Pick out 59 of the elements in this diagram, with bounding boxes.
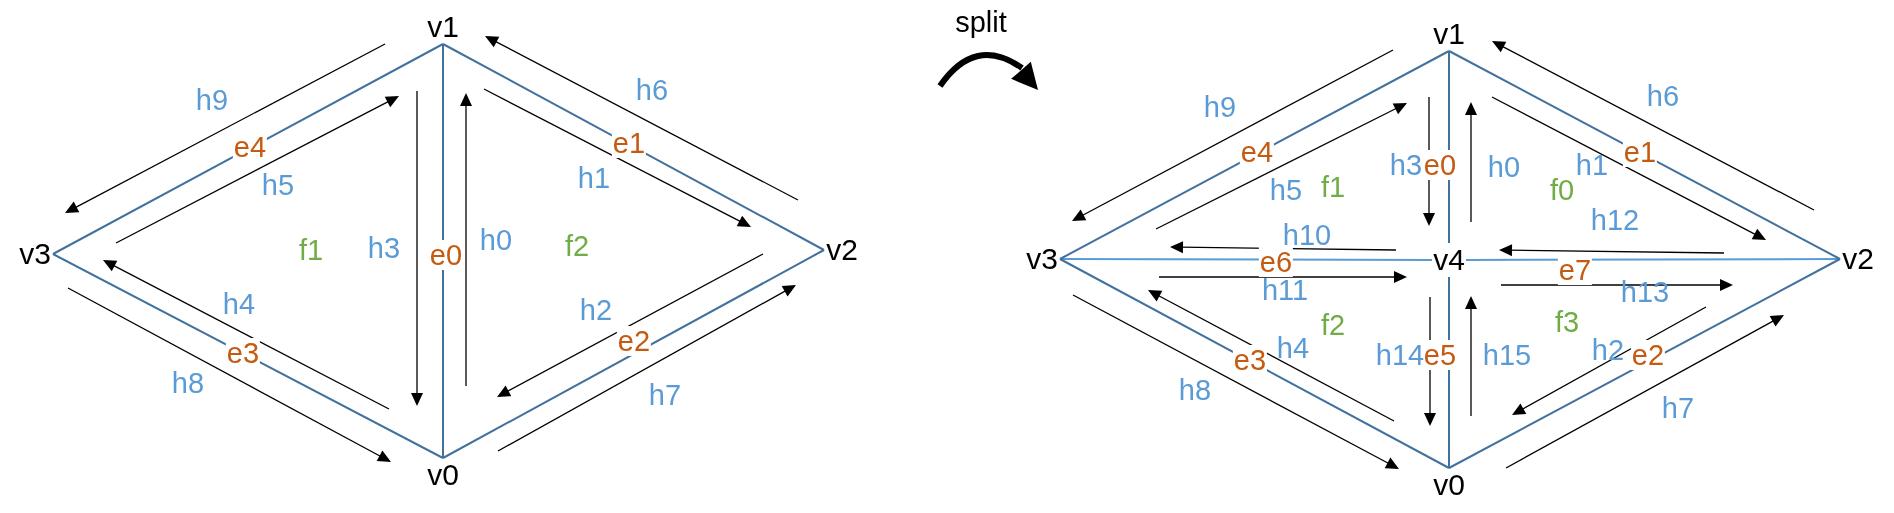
half-edge-label: h2 [579, 295, 613, 325]
half-edge-label: h0 [1487, 152, 1521, 182]
mesh-edge [52, 43, 444, 255]
edge-label: e7 [1557, 255, 1593, 285]
edge-label: e2 [616, 326, 652, 356]
face-label: f2 [564, 231, 590, 261]
half-edge-label: h13 [1620, 277, 1670, 307]
half-edge-label: h3 [1389, 150, 1423, 180]
face-label: f1 [298, 235, 324, 265]
half-edge-label: h4 [222, 289, 256, 319]
vertex-label: v4 [1432, 243, 1466, 277]
half-edge-label: h8 [171, 368, 205, 398]
half-edge-label: h14 [1375, 340, 1425, 370]
half-edge-label: h1 [1575, 150, 1609, 180]
half-edge-label: h11 [1261, 275, 1309, 305]
vertex-label: v0 [1431, 468, 1467, 502]
edge-label: e2 [1630, 340, 1666, 370]
half-edge-label: h3 [367, 233, 401, 263]
edge-label: e3 [1232, 345, 1268, 375]
half-edge-label: h9 [1203, 92, 1237, 122]
vertex-label: v1 [425, 10, 461, 44]
mesh-edge [1059, 50, 1450, 260]
face-label: f1 [1320, 172, 1346, 202]
face-label: f2 [1320, 310, 1346, 340]
half-edge-label: h8 [1178, 375, 1212, 405]
half-edge-label: h15 [1482, 340, 1532, 370]
half-edge-label: h5 [1269, 175, 1303, 205]
half-edge-label: h2 [1591, 335, 1625, 365]
vertex-label: v2 [824, 233, 860, 267]
mesh-edge [442, 43, 444, 459]
operation-label: split [955, 7, 1007, 37]
half-edge-label: h1 [577, 163, 611, 193]
vertex-label: v0 [425, 458, 461, 492]
mesh-edge [52, 253, 444, 459]
mesh-edge [1448, 258, 1841, 469]
face-label: f3 [1554, 307, 1580, 337]
half-edge-label: h6 [635, 75, 669, 105]
edge-label: e0 [428, 240, 464, 270]
vertex-label: v3 [1024, 242, 1060, 276]
half-edge-label: h7 [1661, 393, 1695, 423]
mesh-edge [1448, 50, 1841, 260]
half-edge-label: h6 [1646, 81, 1680, 111]
vertex-label: v3 [17, 237, 53, 271]
half-edge-label: h9 [195, 85, 229, 115]
half-edge-label: h4 [1276, 333, 1310, 363]
mesh-edge [442, 43, 825, 251]
vertex-label: v1 [1431, 17, 1467, 51]
edge-label: e6 [1258, 247, 1294, 277]
half-edge-label: h10 [1282, 220, 1332, 250]
edge-label: e0 [1422, 150, 1458, 180]
half-edge-label: h7 [648, 380, 682, 410]
half-edge-label: h5 [261, 170, 295, 200]
mesh-edge [1059, 258, 1450, 469]
half-edge-label: h12 [1590, 205, 1640, 235]
vertex-label: v2 [1840, 242, 1876, 276]
edge-label: e5 [1422, 340, 1458, 370]
half-edge-label: h0 [479, 225, 513, 255]
mesh-edge [442, 249, 825, 459]
face-label: f0 [1549, 175, 1575, 205]
